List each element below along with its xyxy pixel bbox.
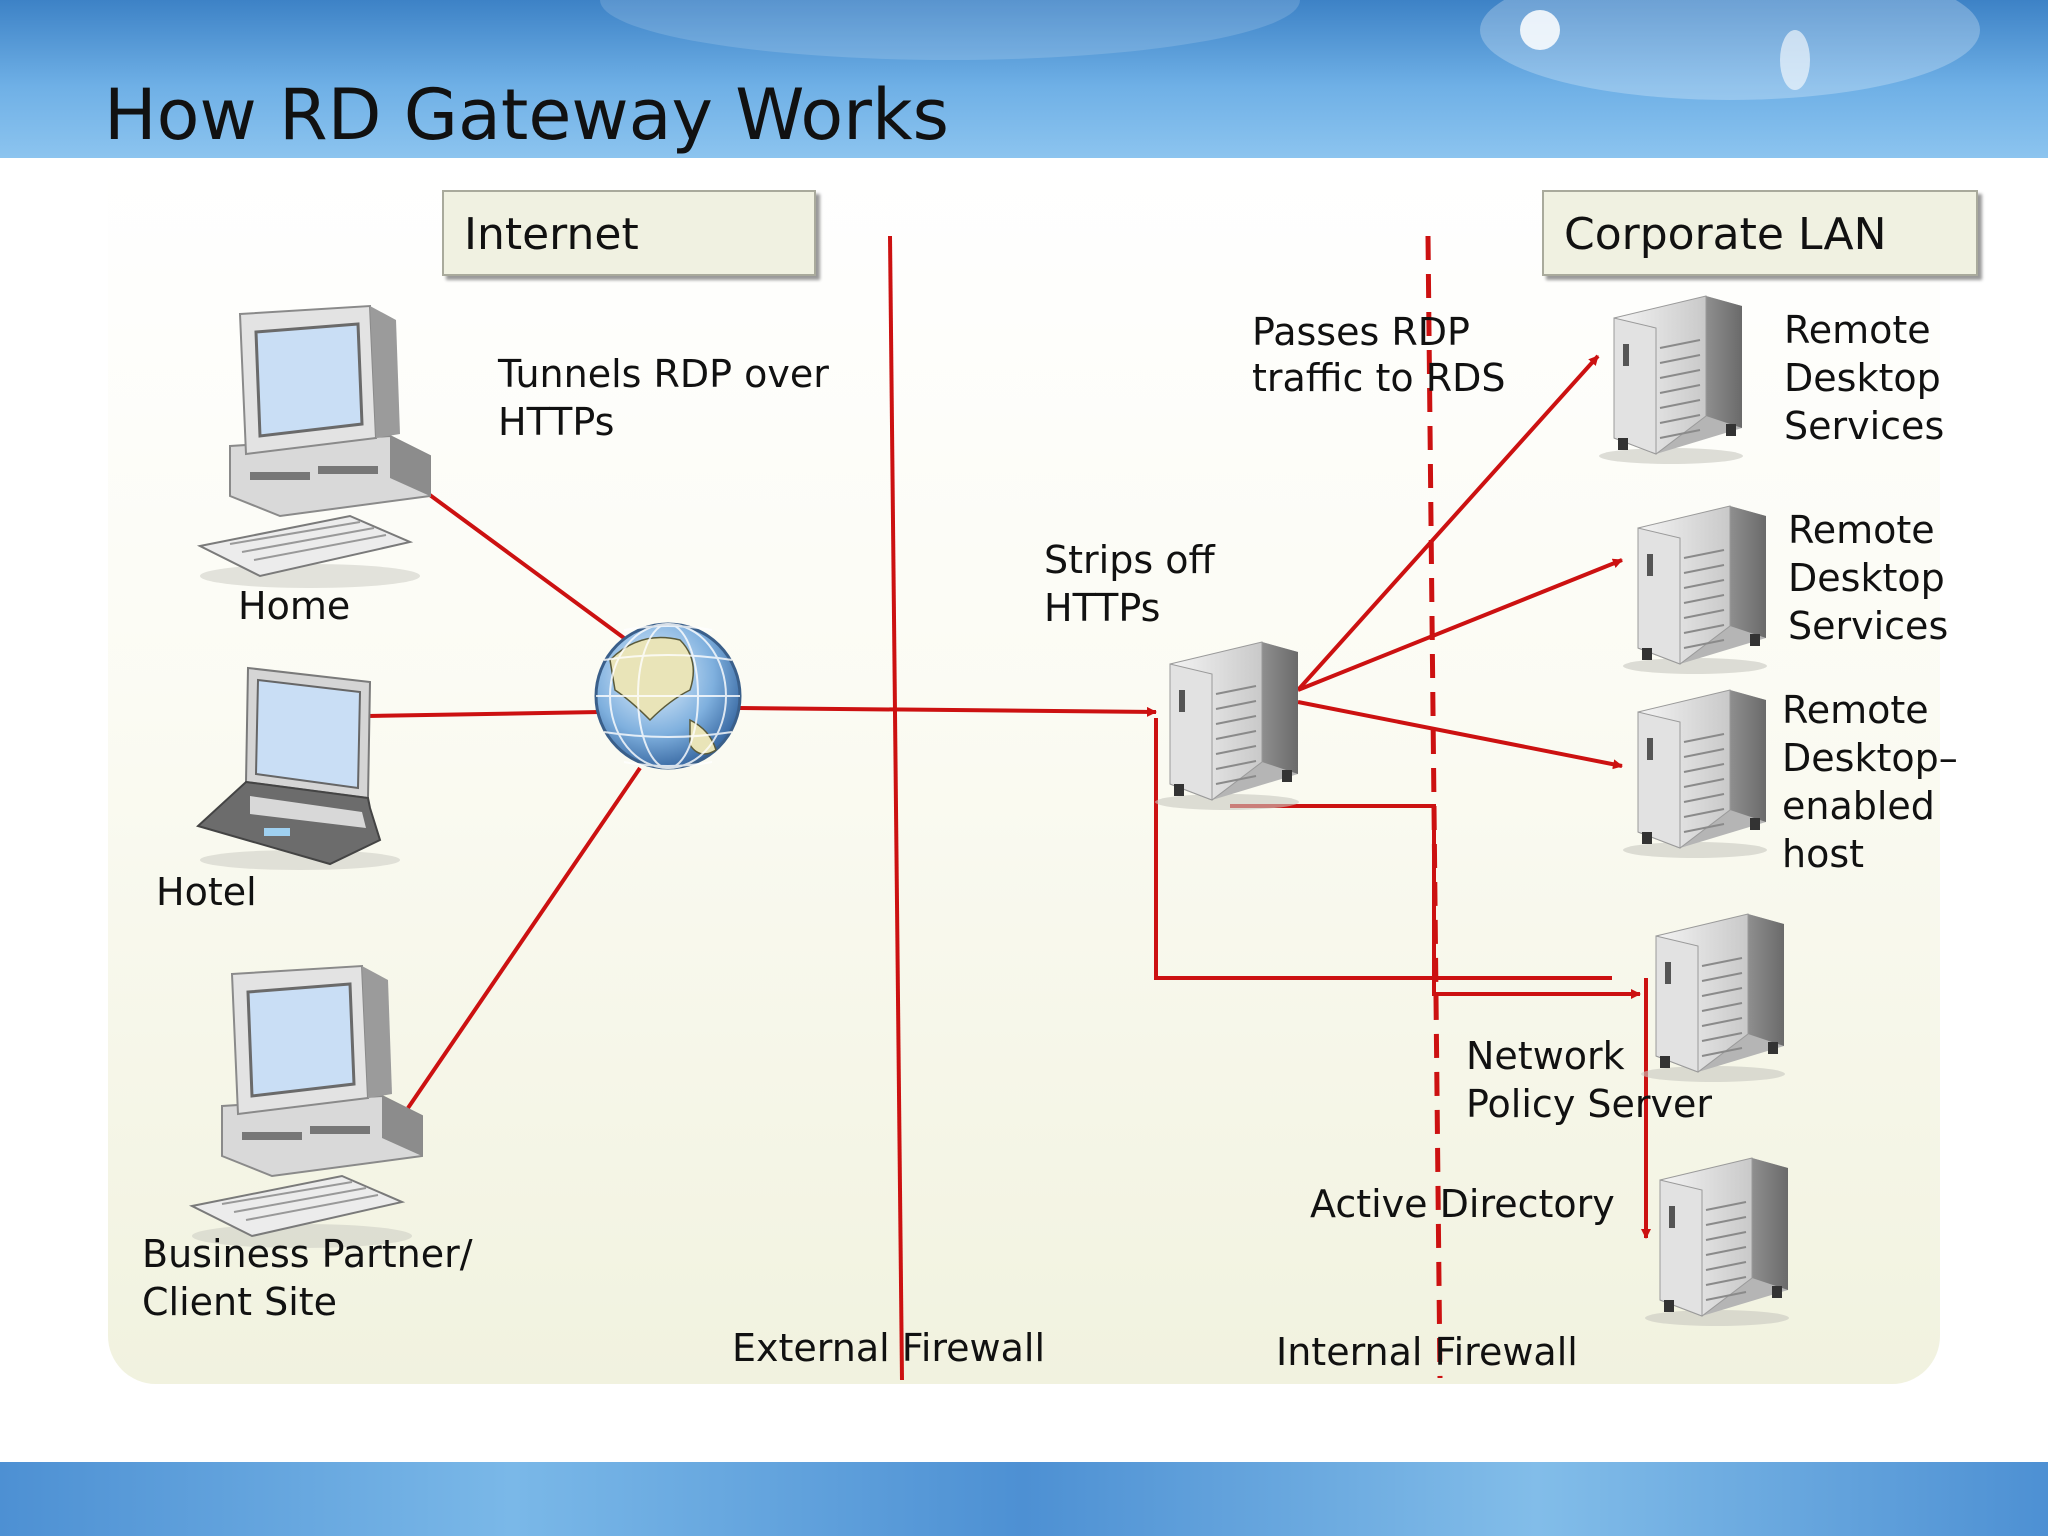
tunnels-note-line1: Tunnels RDP over bbox=[498, 352, 829, 396]
rd-gateway-server-icon bbox=[1154, 641, 1300, 811]
tunnels-note-line2: HTTPs bbox=[498, 400, 615, 444]
home-label: Home bbox=[238, 584, 351, 628]
host-label-line2: Desktop– bbox=[1782, 736, 1958, 780]
host-server-icon bbox=[1622, 689, 1768, 859]
partner-desktop-computer-icon bbox=[190, 964, 424, 1250]
rds1-label-line3: Services bbox=[1784, 404, 1945, 448]
strips-note-line2: HTTPs bbox=[1044, 586, 1161, 630]
internet-zone-label: Internet bbox=[442, 190, 816, 276]
ad-label: Active Directory bbox=[1310, 1182, 1615, 1226]
rds2-label-line1: Remote bbox=[1788, 508, 1935, 552]
hotel-link bbox=[367, 710, 601, 718]
host-label-line4: host bbox=[1782, 832, 1865, 876]
nps-label-line1: Network bbox=[1466, 1034, 1625, 1078]
partner-label-line1: Business Partner/ bbox=[142, 1232, 473, 1276]
home-desktop-computer-icon bbox=[198, 304, 432, 590]
rds1-server-icon bbox=[1598, 295, 1744, 465]
rds1-label-line2: Desktop bbox=[1784, 356, 1941, 400]
gateway-link bbox=[739, 706, 1157, 717]
slide-title: How RD Gateway Works bbox=[104, 74, 949, 156]
hotel-label: Hotel bbox=[156, 870, 257, 914]
rds2-server-icon bbox=[1622, 505, 1768, 675]
ad-server-icon bbox=[1644, 1157, 1790, 1327]
host-label-line1: Remote bbox=[1782, 688, 1929, 732]
host-label-line3: enabled bbox=[1782, 784, 1935, 828]
header-banner bbox=[0, 0, 2048, 158]
partner-label-line2: Client Site bbox=[142, 1280, 338, 1324]
rds1-link bbox=[1296, 354, 1600, 692]
host-link bbox=[1297, 700, 1623, 770]
gateway-to-nps-path bbox=[1154, 718, 1612, 980]
external-firewall-line bbox=[888, 235, 904, 1381]
rds2-label-line3: Services bbox=[1788, 604, 1949, 648]
strips-note-line1: Strips off bbox=[1044, 538, 1215, 582]
passes-note-line2: traffic to RDS bbox=[1252, 356, 1506, 400]
nps-link bbox=[1230, 804, 1641, 999]
home-link bbox=[398, 471, 626, 640]
rds2-label-line2: Desktop bbox=[1788, 556, 1945, 600]
nps-label-line2: Policy Server bbox=[1466, 1082, 1712, 1126]
corporate-lan-zone-label: Corporate LAN bbox=[1542, 190, 1978, 276]
nps-server-icon bbox=[1640, 913, 1786, 1083]
rds2-link bbox=[1297, 558, 1623, 692]
passes-note-line1: Passes RDP bbox=[1252, 310, 1470, 354]
internal-firewall-label: Internal Firewall bbox=[1276, 1330, 1578, 1374]
globe-icon bbox=[594, 622, 742, 770]
hotel-laptop-icon bbox=[197, 667, 401, 871]
rds1-label-line1: Remote bbox=[1784, 308, 1931, 352]
external-firewall-label: External Firewall bbox=[732, 1326, 1046, 1370]
footer-banner bbox=[0, 1462, 2048, 1536]
partner-link bbox=[406, 766, 642, 1110]
